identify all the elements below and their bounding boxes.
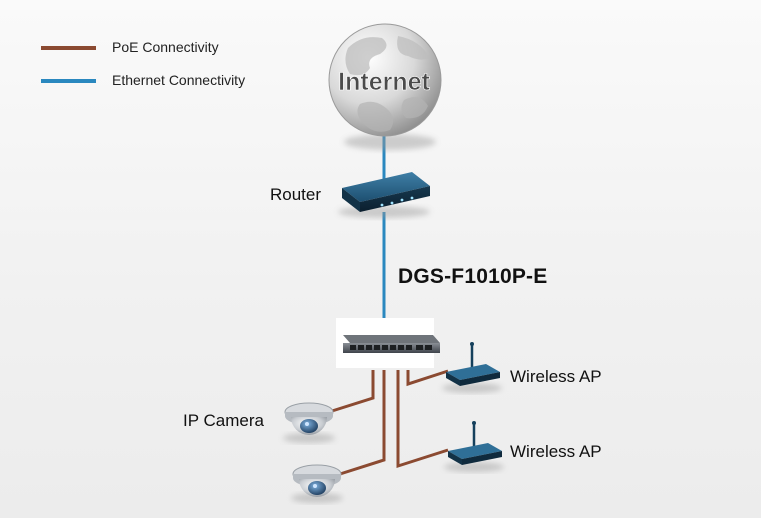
ip-camera-label: IP Camera	[183, 411, 264, 430]
poe-line-switch-camera-2	[339, 370, 386, 476]
router-icon	[338, 172, 430, 218]
poe-line-switch-camera-1	[331, 370, 375, 413]
router-label: Router	[270, 185, 322, 204]
wireless-ap-icon	[444, 421, 504, 472]
poe-line-switch-ap-1	[406, 369, 449, 387]
legend-poe-label: PoE Connectivity	[112, 39, 219, 55]
globe-icon: Internet	[328, 23, 442, 150]
dome-camera-icon	[291, 464, 343, 503]
dome-camera-icon	[283, 402, 335, 443]
switch-model-label: DGS-F1010P-E	[398, 265, 548, 288]
wireless-ap-icon	[442, 342, 502, 393]
switch-icon	[336, 318, 440, 368]
poe-line-switch-ap-2	[396, 370, 449, 469]
legend-ethernet-label: Ethernet Connectivity	[112, 72, 246, 88]
wireless-ap-label-2: Wireless AP	[510, 442, 602, 461]
globe-label: Internet	[338, 68, 430, 96]
wireless-ap-label-1: Wireless AP	[510, 367, 602, 386]
